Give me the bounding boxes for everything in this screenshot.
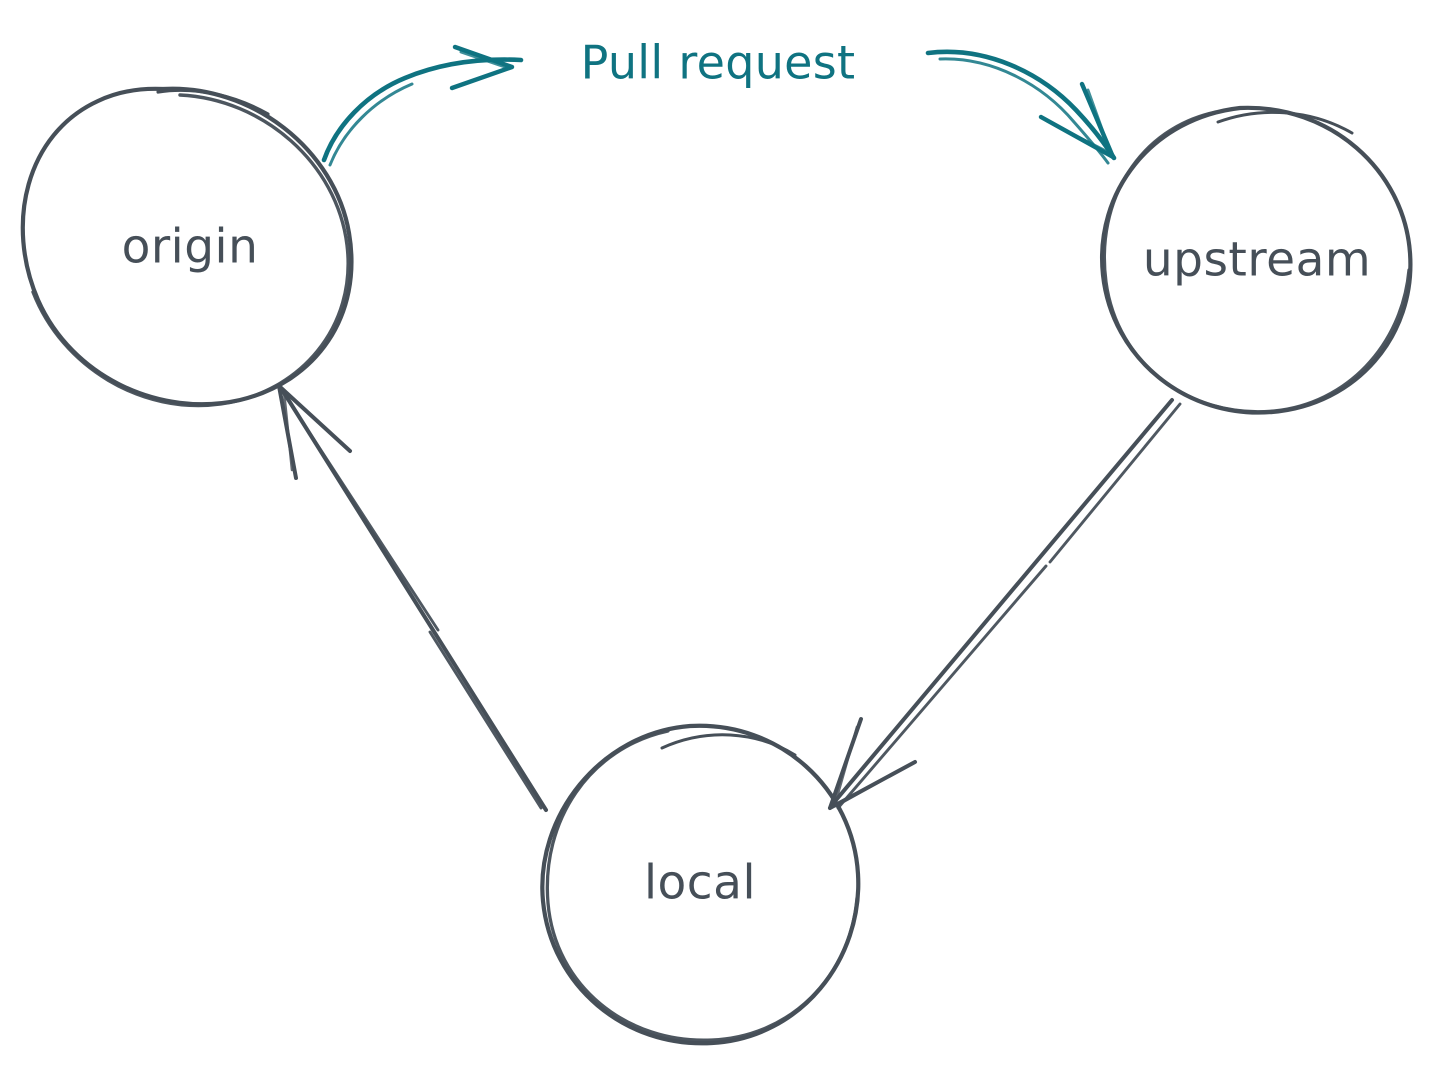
origin-circle-outline (20, 86, 354, 407)
upstream-to-local-line (829, 398, 1174, 808)
upstream-label: upstream (1143, 233, 1371, 288)
pull-request-end-arrowhead-barb-lower-second (1086, 88, 1112, 153)
local-label: local (644, 856, 756, 911)
pull-request-arrow-left-curve-second (328, 82, 414, 167)
edge-local-to-origin[interactable] (277, 384, 548, 812)
origin-label: origin (122, 220, 259, 275)
local-to-origin-line-third (281, 390, 440, 632)
pull-request-mid-arrowhead-second (459, 50, 510, 70)
pull-request-end-arrowhead-barb-upper-second (1045, 119, 1112, 155)
upstream-to-local-arrowhead-barb-up-second (833, 725, 859, 806)
pull-request-arrow-right-curve (925, 49, 1117, 161)
pull-request-arrow-right-curve-second (938, 57, 1110, 165)
edge-origin-to-upstream[interactable]: Pull request (321, 36, 1117, 167)
edge-upstream-to-local[interactable] (828, 398, 1182, 810)
local-to-origin-arrowhead-barb-right-second (282, 388, 347, 449)
local-circle-tick-top (660, 733, 797, 757)
upstream-to-local-arrowhead-barb-right-second (834, 764, 910, 808)
node-origin[interactable]: origin (20, 86, 354, 408)
upstream-to-local-line-third (836, 564, 1048, 810)
origin-circle-tick-top (156, 88, 270, 116)
node-local[interactable]: local (540, 723, 861, 1046)
origin-circle-outline-second (31, 93, 350, 408)
pull-request-label: Pull request (581, 36, 856, 90)
local-to-origin-line-second (428, 630, 543, 810)
upstream-circle-outline-second (1102, 110, 1411, 414)
local-circle-outline-second (545, 729, 859, 1042)
upstream-to-local-line-second (1048, 402, 1182, 564)
local-to-origin-arrowhead-barb-down-second (282, 390, 294, 472)
upstream-circle-tick-top (1216, 110, 1354, 135)
pull-request-mid-arrowhead (449, 44, 515, 91)
node-upstream[interactable]: upstream (1100, 105, 1413, 415)
